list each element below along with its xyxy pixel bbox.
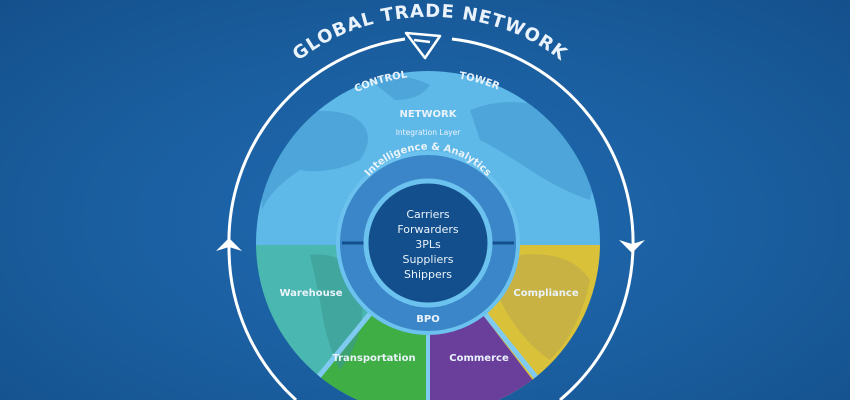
control-tower-bird-icon [404, 31, 442, 60]
core-item: Forwarders [397, 223, 459, 236]
core-item: 3PLs [415, 238, 441, 251]
core-item: Suppliers [402, 253, 453, 266]
title-text: GLOBAL TRADE NETWORK [289, 1, 571, 65]
network-title: NETWORK [399, 109, 457, 120]
segment-warehouse: Warehouse [280, 288, 343, 299]
bpo-label: BPO [416, 314, 439, 325]
segment-transportation: Transportation [332, 353, 415, 364]
network-subtitle: Integration Layer [396, 128, 462, 137]
partners-core [363, 178, 493, 308]
core-item: Carriers [406, 208, 450, 221]
segment-compliance: Compliance [513, 288, 578, 299]
arrow-up-icon [216, 238, 242, 251]
arrow-down-icon [619, 240, 645, 253]
segment-commerce: Commerce [449, 353, 509, 364]
control-tower-ring [227, 37, 635, 400]
core-item: Shippers [404, 268, 452, 281]
